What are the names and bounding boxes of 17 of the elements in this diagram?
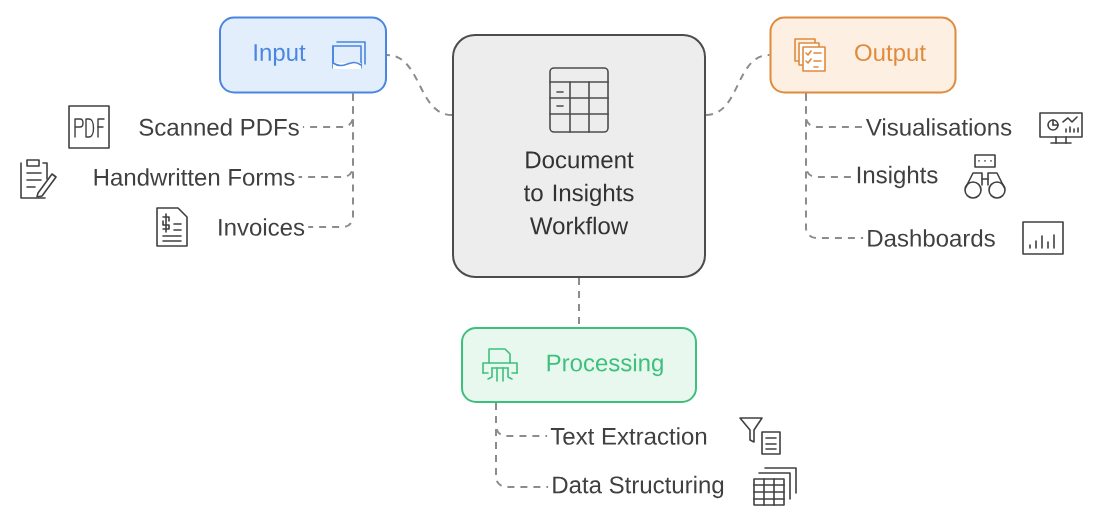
item-label: Scanned PDFs — [139, 118, 299, 136]
item-label: Handwritten Forms — [94, 168, 295, 186]
item-label: Data Structuring — [553, 475, 724, 499]
category-box: Output — [769, 16, 957, 94]
category-box: Input — [219, 16, 387, 94]
item-label: Invoices — [219, 218, 305, 236]
connector-line — [805, 92, 865, 239]
item-label: Visualisations — [865, 118, 1012, 136]
center-box: Document to Insights Workflow — [452, 34, 706, 278]
connector-line — [386, 54, 453, 116]
category-box: Processing — [461, 327, 697, 403]
item-label: Dashboards — [868, 229, 995, 247]
connector-line — [495, 402, 550, 488]
item-label: Text Extraction — [550, 427, 707, 445]
item-label: Insights — [857, 165, 938, 189]
connector-line — [705, 54, 771, 116]
connector-line — [307, 92, 354, 228]
